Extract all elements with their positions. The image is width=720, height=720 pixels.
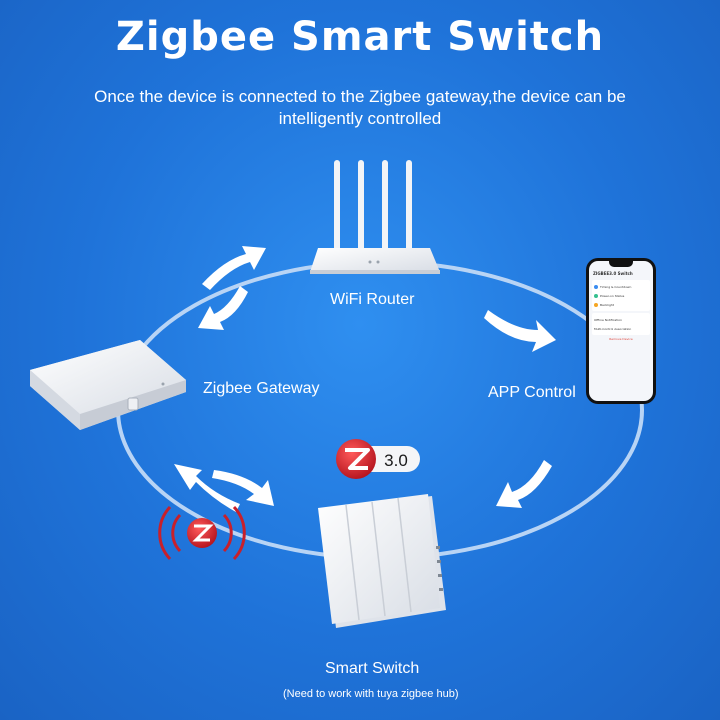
gateway-icon <box>30 340 186 430</box>
arrow-icon-gateway-to-router <box>202 246 266 290</box>
phone-remove-label: Remove Device <box>609 337 633 341</box>
smart-switch-note: (Need to work with tuya zigbee hub) <box>283 688 459 700</box>
arrow-icon-router-to-app <box>484 310 556 352</box>
zigbee-signal-icon <box>158 505 246 561</box>
zigbee-3-badge: 3.0 <box>336 439 420 479</box>
app-control-label: APP Control <box>488 384 576 401</box>
phone-app-icon: ZIGBEE3.0 Switch Timing & Countdown Powe… <box>586 258 656 404</box>
arrow-icon-gateway-switch-up <box>174 464 240 512</box>
zigbee-version-text: 3.0 <box>384 451 408 470</box>
zigbee-gateway-label: Zigbee Gateway <box>203 380 320 397</box>
smart-switch-label: Smart Switch <box>325 660 420 677</box>
phone-row: Backlight <box>600 302 614 307</box>
wifi-router-label: WiFi Router <box>330 291 415 308</box>
phone-row: Multi-Control Association <box>594 326 632 331</box>
phone-row: Offline Notification <box>594 317 623 322</box>
zigbee-logo-icon <box>345 448 370 470</box>
phone-row: Timing & Countdown <box>600 284 632 289</box>
arrow-icon-gateway-switch-down <box>212 470 274 506</box>
phone-row: Power-on Status <box>600 293 625 298</box>
page-title: Zigbee Smart Switch <box>115 14 605 60</box>
router-icon <box>310 160 440 274</box>
arrow-icon-app-to-switch <box>496 460 552 508</box>
smart-switch-icon <box>318 494 446 628</box>
page-subtitle: Once the device is connected to the Zigb… <box>94 87 626 128</box>
phone-screen: ZIGBEE3.0 Switch Timing & Countdown Powe… <box>589 261 653 401</box>
phone-screen-title: ZIGBEE3.0 Switch <box>593 271 633 276</box>
arrow-icon-router-to-gateway <box>198 286 248 330</box>
